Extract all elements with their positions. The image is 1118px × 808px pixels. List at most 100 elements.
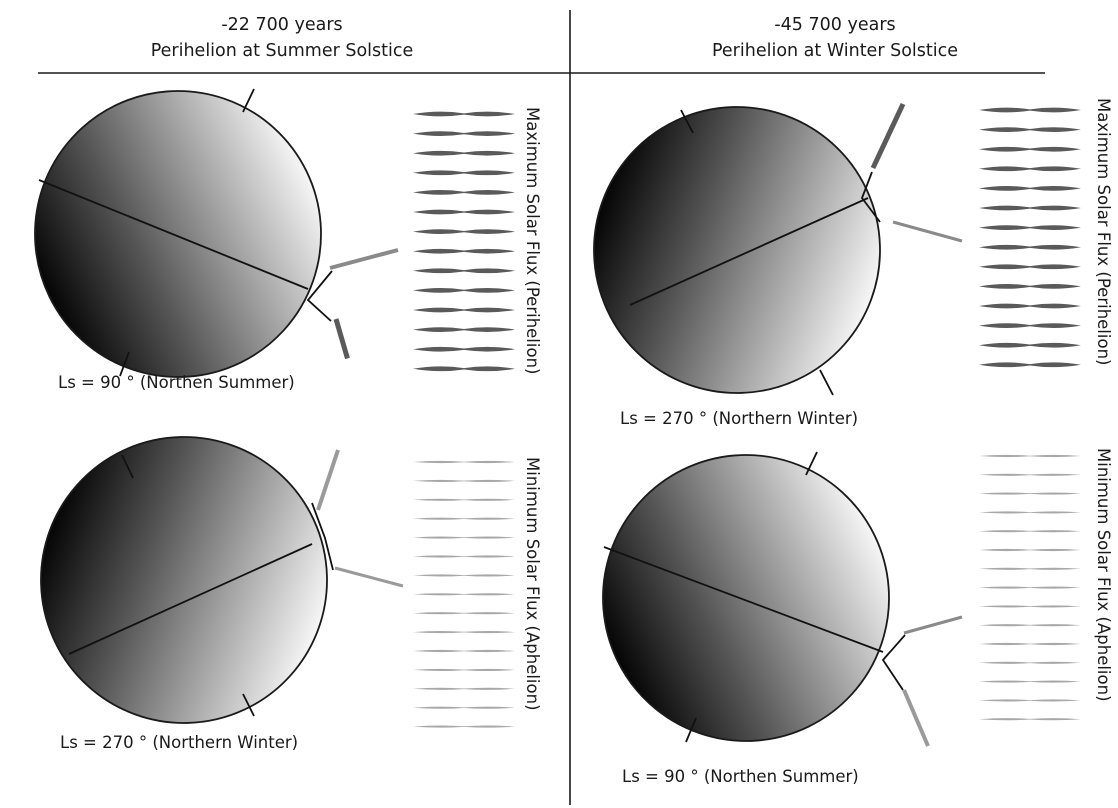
planet <box>602 454 890 742</box>
flux-ray <box>979 718 1081 721</box>
flux-ray <box>413 346 515 352</box>
facet-incidence-bar <box>316 449 340 511</box>
rotation-axis <box>685 717 697 743</box>
flux-ray <box>979 284 1081 289</box>
flux-ray <box>979 454 1081 458</box>
facet-incidence-bar <box>903 615 963 635</box>
flux-ray <box>413 612 515 615</box>
flux-label: Maximum Solar Flux (Perihelion) <box>1094 98 1113 365</box>
flux-ray <box>413 479 515 482</box>
panel-right-top: Ls = 270 ° (Northern Winter) Maximum Sol… <box>593 98 1113 428</box>
flux-label: Minimum Solar Flux (Aphelion) <box>1094 448 1113 702</box>
flux-ray <box>413 150 515 156</box>
ls-caption: Ls = 270 ° (Northern Winter) <box>620 409 858 428</box>
rotation-axis <box>242 88 255 113</box>
facet-incidence-bar <box>329 248 399 270</box>
flux-ray <box>979 492 1081 495</box>
flux-ray <box>413 649 515 653</box>
flux-ray <box>979 186 1081 191</box>
flux-ray <box>413 593 515 596</box>
flux-ray <box>413 517 515 520</box>
flux-ray <box>413 307 515 313</box>
flux-ray <box>413 366 515 372</box>
flux-ray <box>979 473 1081 476</box>
flux-ray <box>979 303 1081 309</box>
surface-facet <box>860 171 881 223</box>
planet <box>34 90 322 378</box>
flux-ray <box>413 460 515 464</box>
panel-right-bottom: Ls = 90 ° (Northen Summer) Minimum Solar… <box>602 448 1113 786</box>
facet-incidence-bar <box>870 102 906 170</box>
ls-caption: Ls = 90 ° (Northen Summer) <box>58 373 295 392</box>
flux-ray <box>413 687 515 690</box>
flux-ray <box>979 323 1081 328</box>
flux-ray <box>413 555 515 558</box>
era-right: -45 700 years <box>774 15 895 35</box>
flux-ray <box>413 536 515 539</box>
config-right: Perihelion at Winter Solstice <box>712 41 958 61</box>
flux-ray <box>979 605 1081 608</box>
flux-ray <box>979 642 1081 646</box>
flux-ray <box>413 574 515 577</box>
flux-ray <box>413 131 515 136</box>
flux-ray <box>413 248 515 254</box>
flux-ray <box>413 631 515 634</box>
equator-line <box>38 179 309 290</box>
ls-caption: Ls = 90 ° (Northen Summer) <box>622 767 859 786</box>
flux-ray <box>979 362 1081 368</box>
flux-ray <box>979 624 1081 627</box>
era-left: -22 700 years <box>221 15 342 35</box>
flux-ray <box>979 244 1081 250</box>
facet-incidence-bar <box>892 220 963 243</box>
equator-line <box>68 543 313 655</box>
flux-ray <box>979 699 1081 702</box>
flux-ray <box>979 146 1081 152</box>
flux-label: Maximum Solar Flux (Perihelion) <box>523 107 542 374</box>
flux-ray <box>413 498 515 501</box>
flux-ray <box>413 706 515 709</box>
flux-rays-maximum <box>979 107 1081 368</box>
facet-incidence-bar <box>902 689 930 747</box>
surface-facet <box>881 634 906 691</box>
ls-caption: Ls = 270 ° (Northern Winter) <box>60 733 298 752</box>
planet <box>40 436 328 724</box>
planet <box>593 106 881 394</box>
flux-ray <box>413 170 515 176</box>
panel-left-bottom: Ls = 270 ° (Northern Winter) Minimum Sol… <box>40 436 542 752</box>
flux-ray <box>979 264 1081 270</box>
flux-ray <box>979 127 1081 132</box>
flux-ray <box>979 530 1081 533</box>
flux-ray <box>979 225 1081 230</box>
flux-ray <box>413 209 515 215</box>
rotation-axis <box>680 109 694 134</box>
rotation-axis <box>805 451 818 476</box>
equator-line <box>603 546 884 653</box>
surface-facet <box>311 502 334 571</box>
flux-ray <box>979 107 1081 113</box>
flux-ray <box>979 680 1081 683</box>
flux-ray <box>979 205 1081 211</box>
flux-ray <box>979 511 1081 514</box>
rotation-axis <box>119 351 130 377</box>
flux-ray <box>413 190 515 195</box>
equator-line <box>629 197 869 306</box>
flux-label: Minimum Solar Flux (Aphelion) <box>523 457 542 711</box>
flux-ray <box>413 327 515 332</box>
surface-facet <box>306 270 333 322</box>
flux-ray <box>979 661 1081 664</box>
flux-ray <box>413 288 515 293</box>
rotation-axis <box>819 369 834 396</box>
config-left: Perihelion at Summer Solstice <box>151 41 414 61</box>
flux-rays-minimum <box>979 454 1081 721</box>
panel-left-top: Ls = 90 ° (Northen Summer) Maximum Solar… <box>34 88 542 392</box>
facet-incidence-bar <box>333 318 350 360</box>
flux-ray <box>979 166 1081 172</box>
flux-ray <box>979 548 1081 552</box>
flux-rays-minimum <box>413 460 515 728</box>
flux-ray <box>413 111 515 117</box>
flux-rays-maximum <box>413 111 515 372</box>
flux-ray <box>979 586 1081 589</box>
flux-ray <box>413 668 515 671</box>
flux-ray <box>413 725 515 728</box>
